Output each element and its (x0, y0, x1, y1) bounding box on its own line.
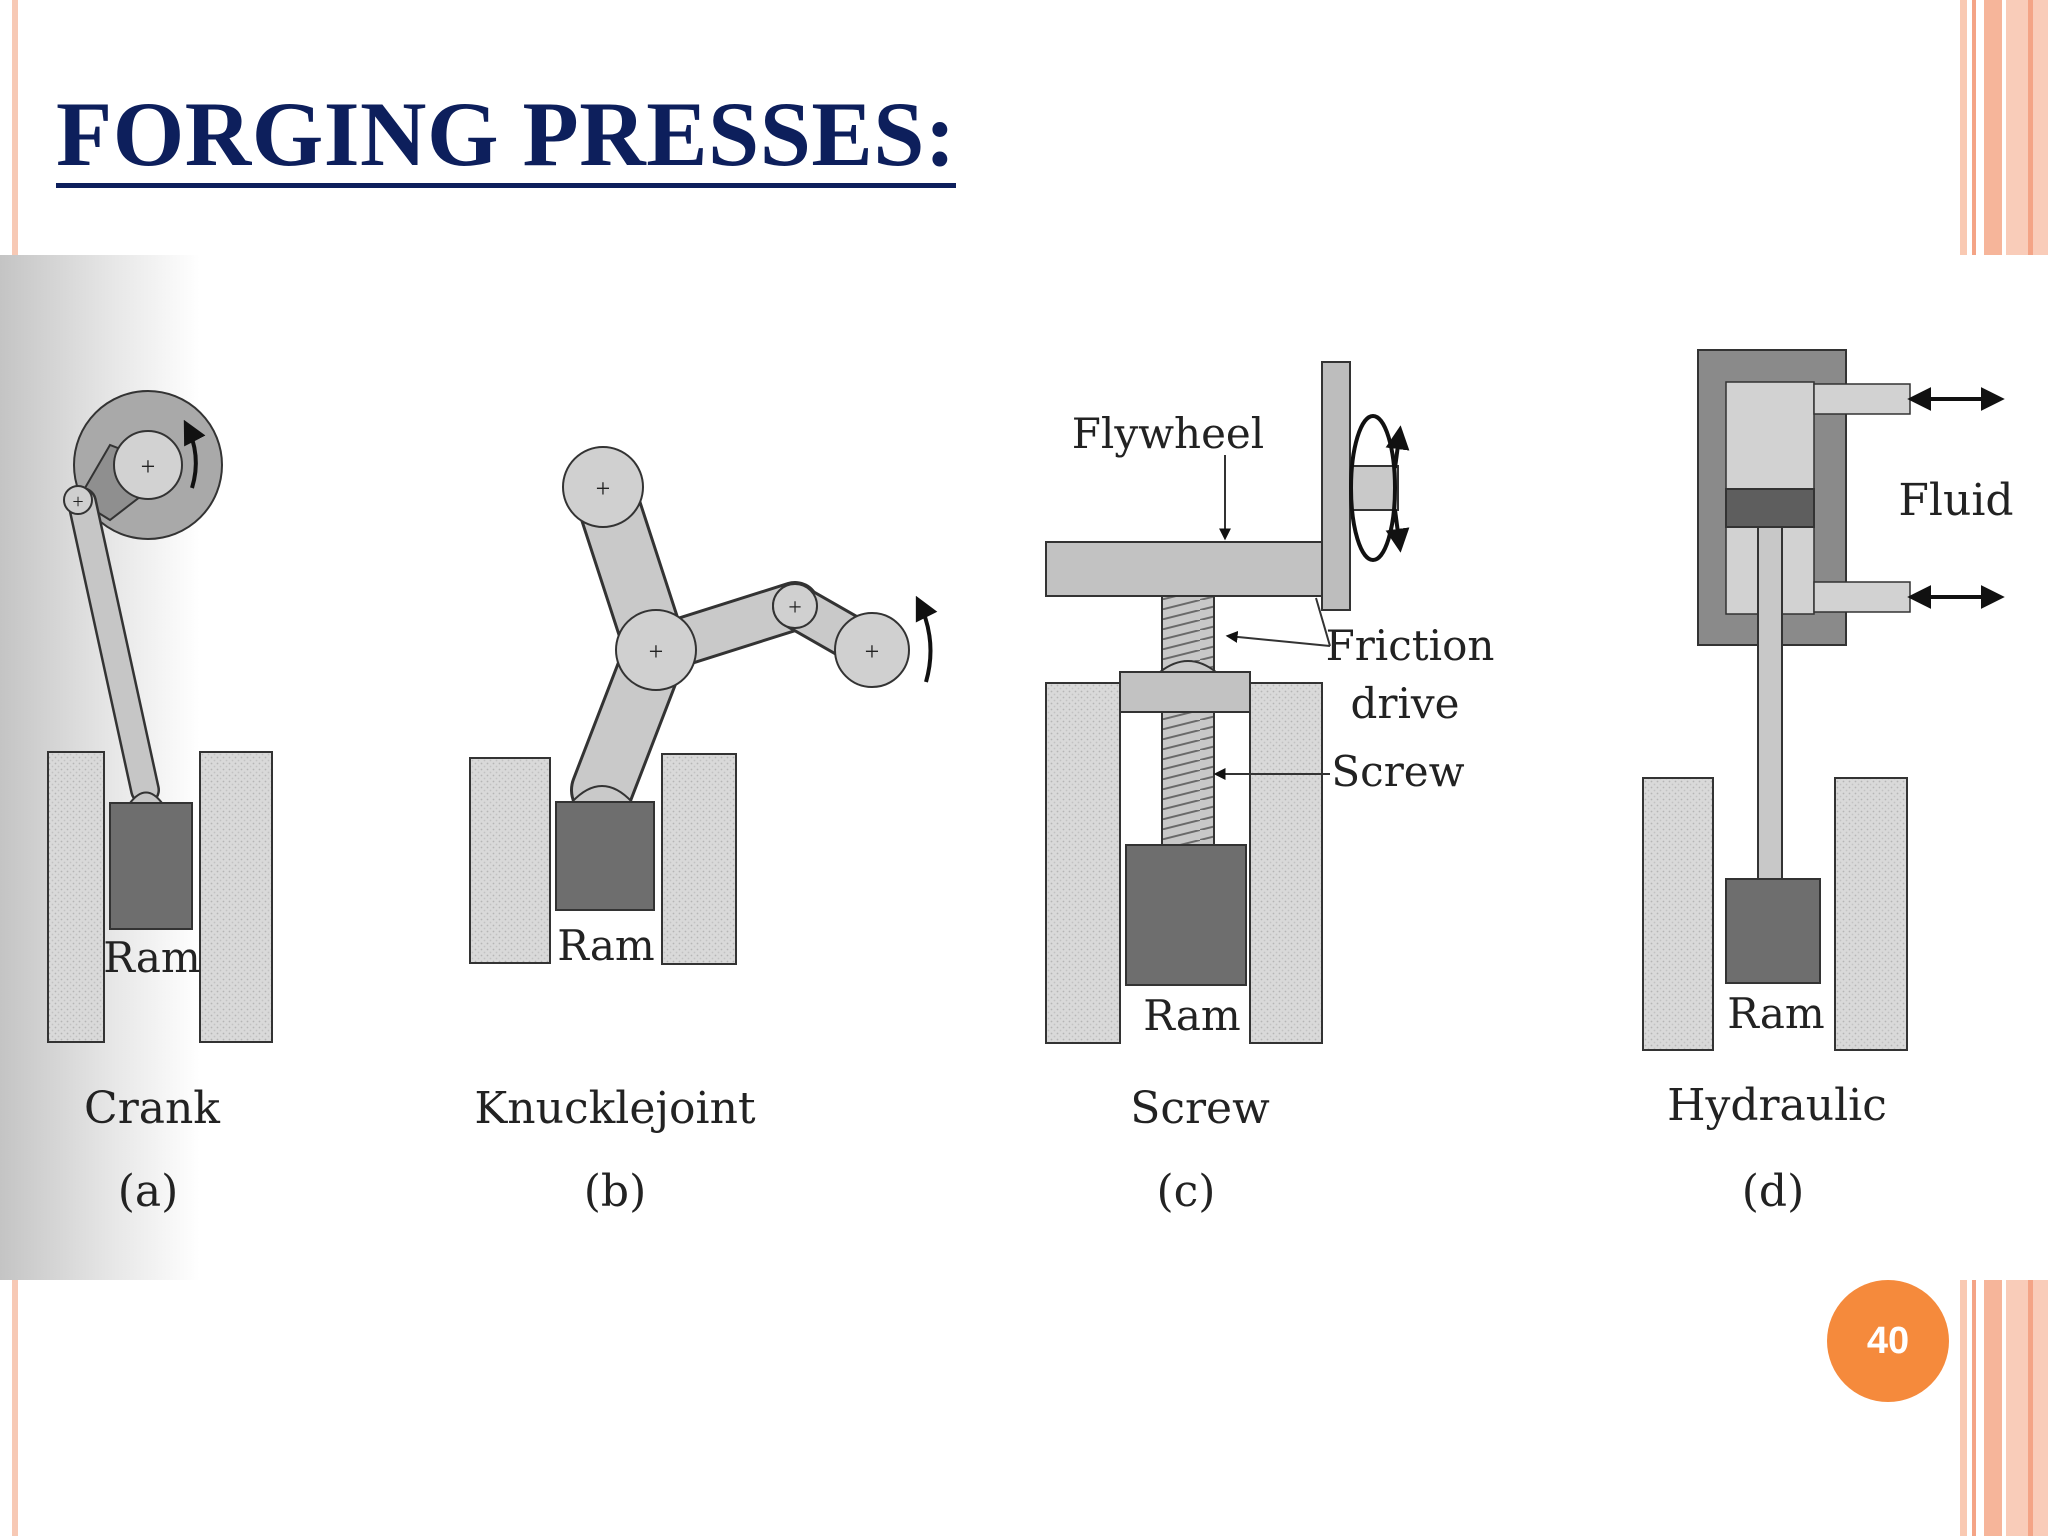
drive-shaft (1349, 465, 1399, 511)
rotation-arrow (1349, 414, 1397, 562)
panel-letter: (a) (118, 1166, 179, 1217)
link-pivot (772, 583, 818, 629)
left-frame-stripe (12, 1280, 18, 1536)
friction-pointer (1315, 597, 1331, 647)
left-frame-stripe (12, 0, 18, 255)
screw-thread (1161, 595, 1215, 673)
fluid-port-bottom (1813, 581, 1911, 613)
rotation-arrow (183, 419, 206, 489)
panel-name: Hydraulic (1667, 1080, 1887, 1131)
hydraulic-press: Fluid Ram Hydraulic (d) (1642, 349, 2014, 1217)
friction-pointer (1225, 630, 1331, 647)
guide-right (661, 753, 737, 965)
guide-left (1045, 682, 1121, 1044)
ram-label: Ram (557, 921, 654, 970)
guide-right (1249, 682, 1323, 1044)
guide-right (199, 751, 273, 1043)
svg-text:+: + (649, 637, 664, 666)
panel-name: Screw (1130, 1083, 1270, 1134)
friction-disk (1321, 361, 1351, 611)
crank-pin (63, 485, 93, 515)
panel-letter: (d) (1742, 1166, 1805, 1217)
guide-right (1834, 777, 1908, 1051)
ram (555, 801, 655, 911)
guide-left (1642, 777, 1714, 1051)
piston-rod (1757, 526, 1783, 880)
crank-shaft (113, 430, 183, 500)
knucklejoint-press: + + + + Ram Knucklejoint (b) (469, 446, 938, 1217)
svg-text:+: + (865, 637, 880, 666)
rotation-arrow (915, 595, 938, 683)
forging-presses-diagram: + + Ram Crank (a) + + + + Ram Knucklejoi… (0, 255, 2048, 1280)
flywheel-label: Flywheel (1072, 409, 1264, 458)
svg-text:+: + (596, 474, 611, 503)
top-pivot (562, 446, 644, 528)
drive-pivot (834, 612, 910, 688)
panel-letter: (c) (1157, 1166, 1216, 1217)
screw-label: Screw (1331, 747, 1464, 796)
ram (109, 802, 193, 930)
nut-block (1119, 671, 1251, 713)
panel-letter: (b) (584, 1166, 647, 1217)
panel-name: Crank (84, 1083, 220, 1134)
panel-name: Knucklejoint (474, 1083, 756, 1134)
fluid-label: Fluid (1898, 475, 2013, 526)
svg-text:+: + (788, 595, 802, 621)
flywheel (1045, 541, 1323, 597)
drive-label: drive (1351, 679, 1460, 728)
slide-title: FORGING PRESSES: (56, 86, 957, 188)
guide-left (47, 751, 105, 1043)
knuckle-pivot (615, 609, 697, 691)
ram-label: Ram (103, 933, 200, 982)
friction-label: Friction (1326, 621, 1495, 670)
page-number-badge: 40 (1827, 1280, 1949, 1402)
fluid-port-top (1813, 383, 1911, 415)
guide-left (469, 757, 551, 964)
ram-label: Ram (1143, 991, 1240, 1040)
svg-text:+: + (141, 452, 156, 481)
screw-thread (1161, 711, 1215, 846)
screw-press: Flywheel Friction drive Screw Ram Screw … (1045, 361, 1495, 1217)
piston (1725, 488, 1815, 528)
crank-press: + + Ram Crank (a) (47, 390, 273, 1217)
ram (1125, 844, 1247, 986)
ram (1725, 878, 1821, 984)
ram-label: Ram (1727, 989, 1824, 1038)
svg-text:+: + (72, 491, 83, 513)
